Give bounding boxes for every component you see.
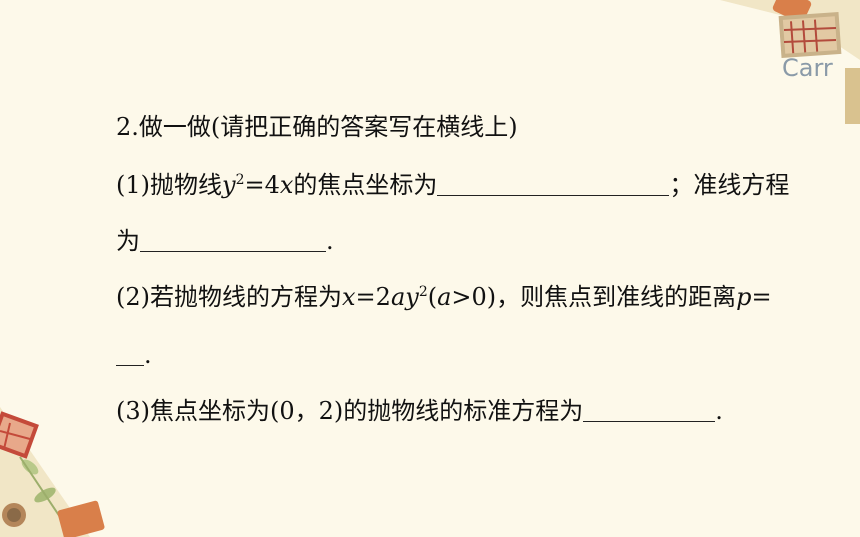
answer-blank-distance[interactable] [116, 341, 144, 366]
answer-blank-directrix[interactable] [140, 227, 326, 252]
exercise-heading: 2.做一做(请把正确的答案写在横线上) [116, 113, 518, 141]
question-2-line-2: . [116, 340, 152, 370]
question-1-line-1: (1)抛物线y2=4x的焦点坐标为；准线方程 [116, 171, 790, 199]
corner-text: Carr [782, 54, 833, 82]
answer-blank-equation[interactable] [583, 397, 716, 422]
corner-decoration-bottom-left [0, 407, 105, 537]
question-1-line-2: 为. [116, 227, 334, 255]
question-2-line-1: (2)若抛物线的方程为x=2ay2(a>0)，则焦点到准线的距离p= [116, 283, 772, 311]
question-3: (3)焦点坐标为(0，2)的抛物线的标准方程为. [116, 397, 723, 425]
answer-blank-focus[interactable] [437, 171, 670, 196]
corner-decoration-top-right: Carr [720, 0, 860, 124]
